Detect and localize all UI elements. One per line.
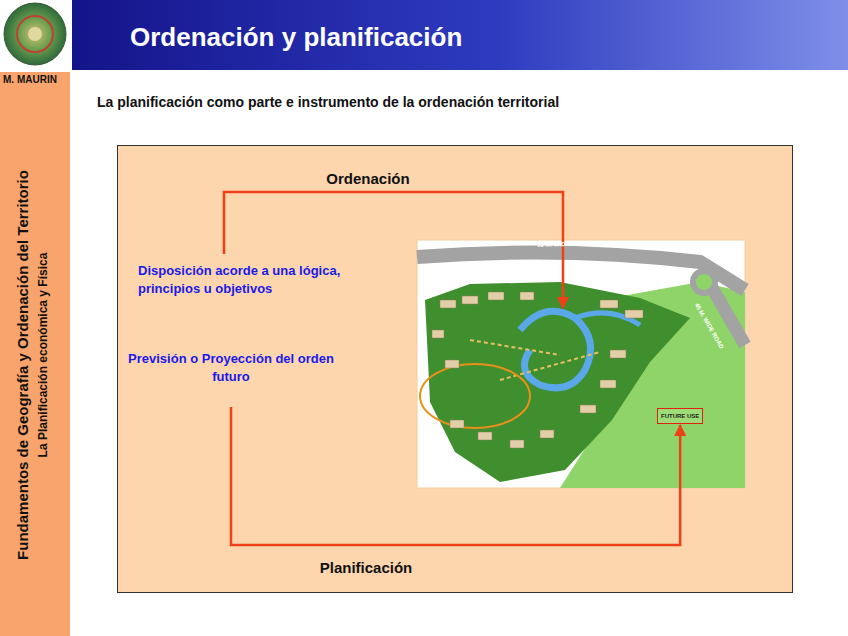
- node-text: Previsión o Proyección del orden futuro: [118, 350, 344, 385]
- slide-subtitle: La planificación como parte e instrument…: [97, 94, 559, 110]
- site-plan: [417, 240, 745, 488]
- connector-label: Ordenación: [323, 170, 412, 187]
- slide-title: Ordenación y planificación: [130, 22, 462, 53]
- section-title: La Planificación económica y Física: [36, 253, 50, 458]
- frame: [118, 146, 793, 593]
- flow-arrow: [231, 407, 680, 545]
- connector-label: Planificación: [317, 559, 416, 576]
- road-label: 45 M. WIDE ROAD: [694, 302, 725, 350]
- header-bar: [72, 0, 848, 70]
- sidebar: [0, 72, 70, 636]
- road-label: 60 M. WIDE ROAD: [537, 240, 589, 248]
- site-plan-box: 60 M. WIDE ROAD 45 M. WIDE ROAD FUTURE USE: [417, 240, 745, 488]
- logo-ring: [17, 16, 53, 52]
- course-title: Fundamentos de Geografía y Ordenación de…: [14, 170, 31, 560]
- logo: [4, 3, 66, 65]
- flow-arrow: [224, 192, 563, 308]
- node-text: FUTURE USE: [661, 412, 699, 420]
- logo-center: [28, 27, 42, 41]
- future-use-box: FUTURE USE: [657, 408, 703, 424]
- statement-box: Disposición acorde a una lógica, princip…: [138, 262, 400, 297]
- statement-box: Previsión o Proyección del orden futuro: [118, 350, 344, 385]
- author-label: M. MAURIN: [3, 74, 57, 85]
- node-text: Disposición acorde a una lógica, princip…: [138, 262, 400, 297]
